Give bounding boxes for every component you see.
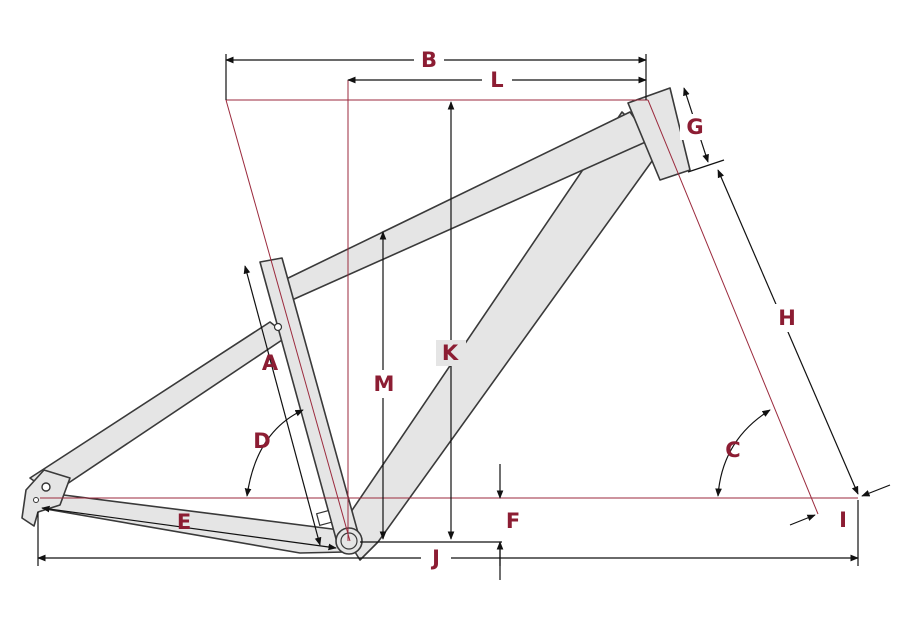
seat-tube [259,257,361,547]
dimension-lines [37,54,891,580]
label-j: J [430,546,440,570]
dim-i-line-right [861,484,891,497]
head-tube [627,87,691,181]
bottle-boss [315,509,333,527]
reference-lines [40,80,858,542]
seat-stay [29,321,289,495]
dim-e-line [41,505,337,551]
label-h: H [778,306,796,330]
label-b-bg [414,48,444,72]
label-g-bg [680,114,708,140]
label-m-bg [369,370,399,398]
bottom-bracket-inner [340,532,358,550]
label-l-bg [482,68,512,92]
stay-pivot-icon [273,322,283,332]
label-m: M [374,372,395,396]
label-l: L [490,68,503,92]
label-g: G [686,115,703,139]
label-d: D [253,429,270,453]
label-k: K [442,341,459,365]
label-h-bg [772,304,802,332]
label-j-bg [421,546,451,572]
dropout-bolt-icon [41,482,51,492]
dim-d-arc [244,409,304,497]
label-b: B [421,48,437,72]
label-e: E [177,510,191,534]
dim-h-tick [687,159,725,173]
chain-stay [39,491,346,554]
bottom-bracket [335,527,363,555]
dimension-labels: B L K M A D E F J G H C I [177,48,847,572]
dim-a-line [243,265,322,546]
label-i: I [839,508,847,532]
dim-i-line-left [789,514,816,526]
bike-frame [21,87,691,561]
seat-tube-axis-line [225,99,351,542]
label-a: A [262,351,279,375]
label-f: F [506,509,520,533]
label-c: C [725,438,740,462]
label-k-bg [436,340,466,366]
dim-c-arc [715,409,771,497]
dropout-hole-icon [33,497,39,503]
